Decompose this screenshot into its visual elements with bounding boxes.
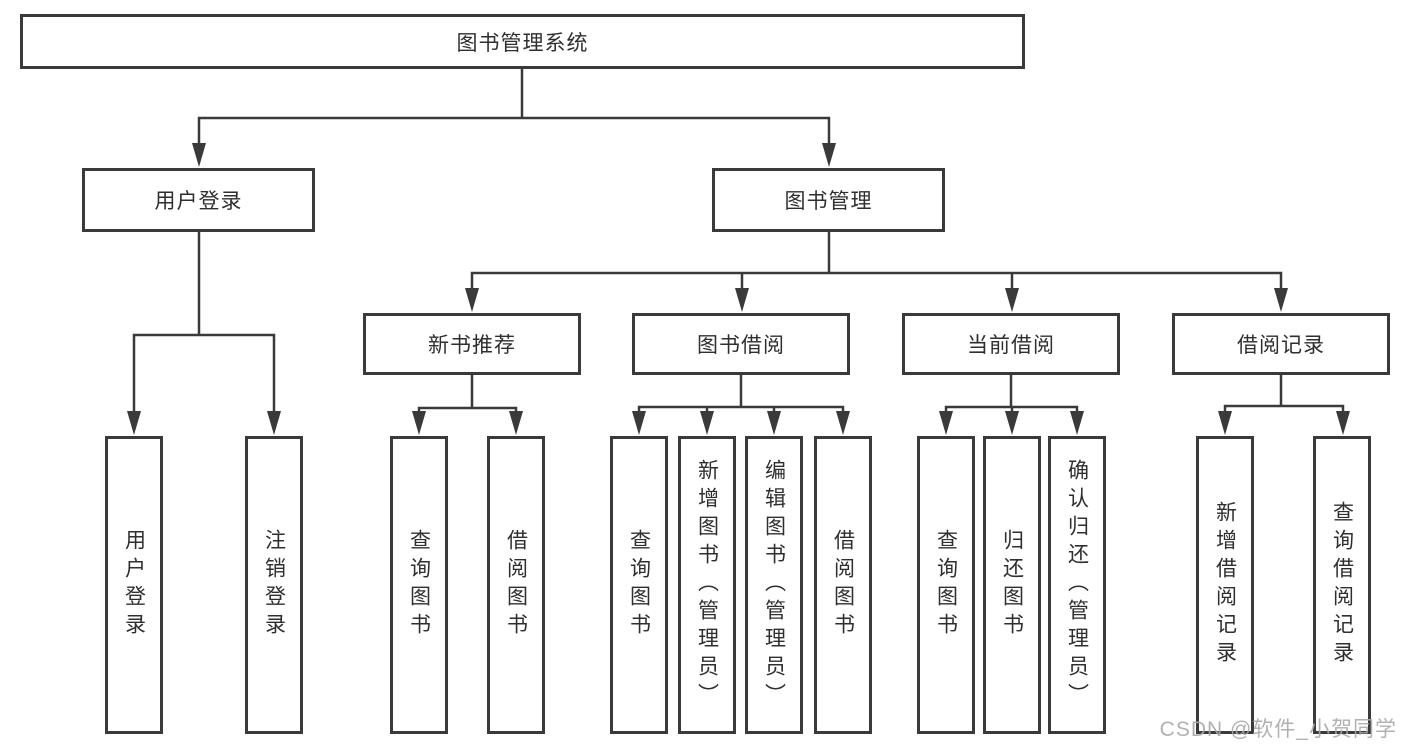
node-section-label: 当前借阅: [967, 334, 1055, 357]
leaf-label: 查询借阅记录: [1330, 501, 1354, 669]
node-library-system-label: 图书管理系统: [456, 31, 589, 55]
leaf-label: 查询图书: [407, 529, 431, 641]
leaf-label: 注销登录: [262, 529, 286, 641]
leaf-label: 用户登录: [122, 529, 146, 641]
leaf-confirm-return-admin: 确认归还（管理员）: [1048, 436, 1106, 734]
leaf-user-login: 用户登录: [105, 436, 163, 734]
node-book-management-branch: 图书管理: [712, 168, 945, 232]
node-section-new-book-recommend: 新书推荐: [363, 313, 581, 375]
leaf-label: 查询图书: [934, 529, 958, 641]
leaf-label: 新增借阅记录: [1213, 501, 1237, 669]
leaf-borrow-books: 借阅图书: [814, 436, 872, 734]
node-section-label: 图书借阅: [697, 334, 785, 357]
leaf-label: 查询图书: [627, 529, 651, 641]
node-library-system: 图书管理系统: [20, 14, 1025, 69]
node-section-book-borrow: 图书借阅: [632, 313, 850, 375]
node-user-login-branch-label: 用户登录: [154, 190, 243, 213]
csdn-watermark: CSDN @软件_小贺同学: [1159, 718, 1397, 741]
leaf-label: 借阅图书: [831, 529, 855, 641]
leaf-query-books-borrow: 查询图书: [610, 436, 668, 734]
leaf-query-books-current: 查询图书: [917, 436, 975, 734]
node-section-borrow-records: 借阅记录: [1172, 313, 1390, 375]
leaf-edit-books-admin: 编辑图书（管理员）: [745, 436, 803, 734]
leaf-query-borrow-record: 查询借阅记录: [1313, 436, 1371, 734]
leaf-add-borrow-record: 新增借阅记录: [1196, 436, 1254, 734]
node-section-label: 新书推荐: [428, 334, 516, 357]
leaf-label: 归还图书: [1000, 529, 1024, 641]
node-section-current-borrow: 当前借阅: [902, 313, 1120, 375]
leaf-label: 编辑图书（管理员）: [762, 459, 786, 711]
node-section-label: 借阅记录: [1237, 334, 1325, 357]
leaf-label: 借阅图书: [504, 529, 528, 641]
leaf-logout: 注销登录: [245, 436, 303, 734]
node-user-login-branch: 用户登录: [82, 168, 315, 232]
leaf-label: 确认归还（管理员）: [1065, 459, 1089, 711]
leaf-add-books-admin: 新增图书（管理员）: [678, 436, 736, 734]
leaf-label: 新增图书（管理员）: [695, 459, 719, 711]
leaf-query-books-recommend: 查询图书: [390, 436, 448, 734]
leaf-borrow-books-recommend: 借阅图书: [487, 436, 545, 734]
node-book-management-branch-label: 图书管理: [784, 190, 873, 213]
leaf-return-books: 归还图书: [983, 436, 1041, 734]
